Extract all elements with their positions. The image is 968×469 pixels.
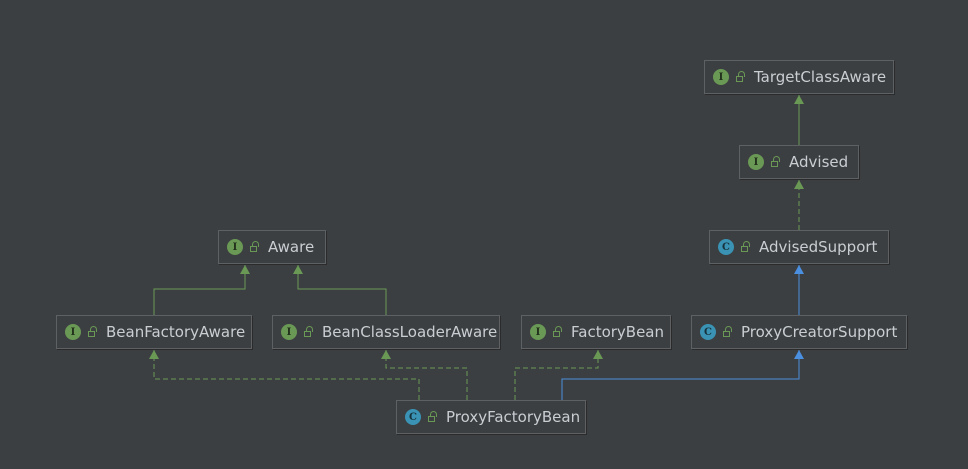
class-icon: C — [718, 239, 734, 255]
edge-extends-interface — [293, 265, 387, 315]
node-bean-class-loader-aware[interactable]: I BeanClassLoaderAware — [272, 315, 500, 349]
public-access-icon — [303, 326, 314, 338]
interface-icon: I — [748, 154, 764, 170]
public-access-icon — [740, 241, 751, 253]
node-advised[interactable]: I Advised — [739, 145, 859, 179]
edge-extends-class — [561, 350, 804, 400]
node-factory-bean[interactable]: I FactoryBean — [521, 315, 671, 349]
interface-icon: I — [281, 324, 297, 340]
edge-implements — [794, 180, 804, 230]
node-proxy-factory-bean[interactable]: C ProxyFactoryBean — [396, 400, 586, 434]
node-target-class-aware[interactable]: I TargetClassAware — [704, 60, 894, 94]
interface-icon: I — [530, 324, 546, 340]
edge-implements — [149, 350, 420, 400]
arrowhead — [794, 180, 804, 189]
node-label: ProxyCreatorSupport — [741, 323, 898, 341]
class-icon: C — [700, 324, 716, 340]
edge-extends-interface — [153, 265, 250, 315]
node-label: Advised — [789, 153, 849, 171]
node-proxy-creator-support[interactable]: C ProxyCreatorSupport — [691, 315, 907, 349]
edge-extends-interface — [794, 95, 804, 145]
node-label: BeanClassLoaderAware — [322, 323, 498, 341]
public-access-icon — [87, 326, 98, 338]
public-access-icon — [249, 241, 260, 253]
node-aware[interactable]: I Aware — [218, 230, 326, 264]
arrowhead — [794, 95, 804, 104]
node-label: TargetClassAware — [754, 68, 887, 86]
public-access-icon — [427, 411, 438, 423]
interface-icon: I — [227, 239, 243, 255]
node-label: FactoryBean — [571, 323, 665, 341]
edge-extends-class — [794, 265, 804, 315]
node-label: AdvisedSupport — [759, 238, 878, 256]
class-icon: C — [405, 409, 421, 425]
public-access-icon — [722, 326, 733, 338]
node-label: Aware — [268, 238, 315, 256]
edge-implements — [514, 350, 603, 400]
arrowhead — [149, 350, 159, 359]
arrowhead — [593, 350, 603, 359]
arrowhead — [794, 265, 804, 274]
node-label: ProxyFactoryBean — [446, 408, 581, 426]
arrowhead — [794, 350, 804, 359]
node-label: BeanFactoryAware — [106, 323, 246, 341]
public-access-icon — [735, 71, 746, 83]
interface-icon: I — [713, 69, 729, 85]
public-access-icon — [770, 156, 781, 168]
interface-icon: I — [65, 324, 81, 340]
arrowhead — [293, 265, 303, 274]
arrowhead — [240, 265, 250, 274]
arrowhead — [381, 350, 391, 359]
public-access-icon — [552, 326, 563, 338]
node-bean-factory-aware[interactable]: I BeanFactoryAware — [56, 315, 252, 349]
edge-implements — [381, 350, 468, 400]
node-advised-support[interactable]: C AdvisedSupport — [709, 230, 889, 264]
